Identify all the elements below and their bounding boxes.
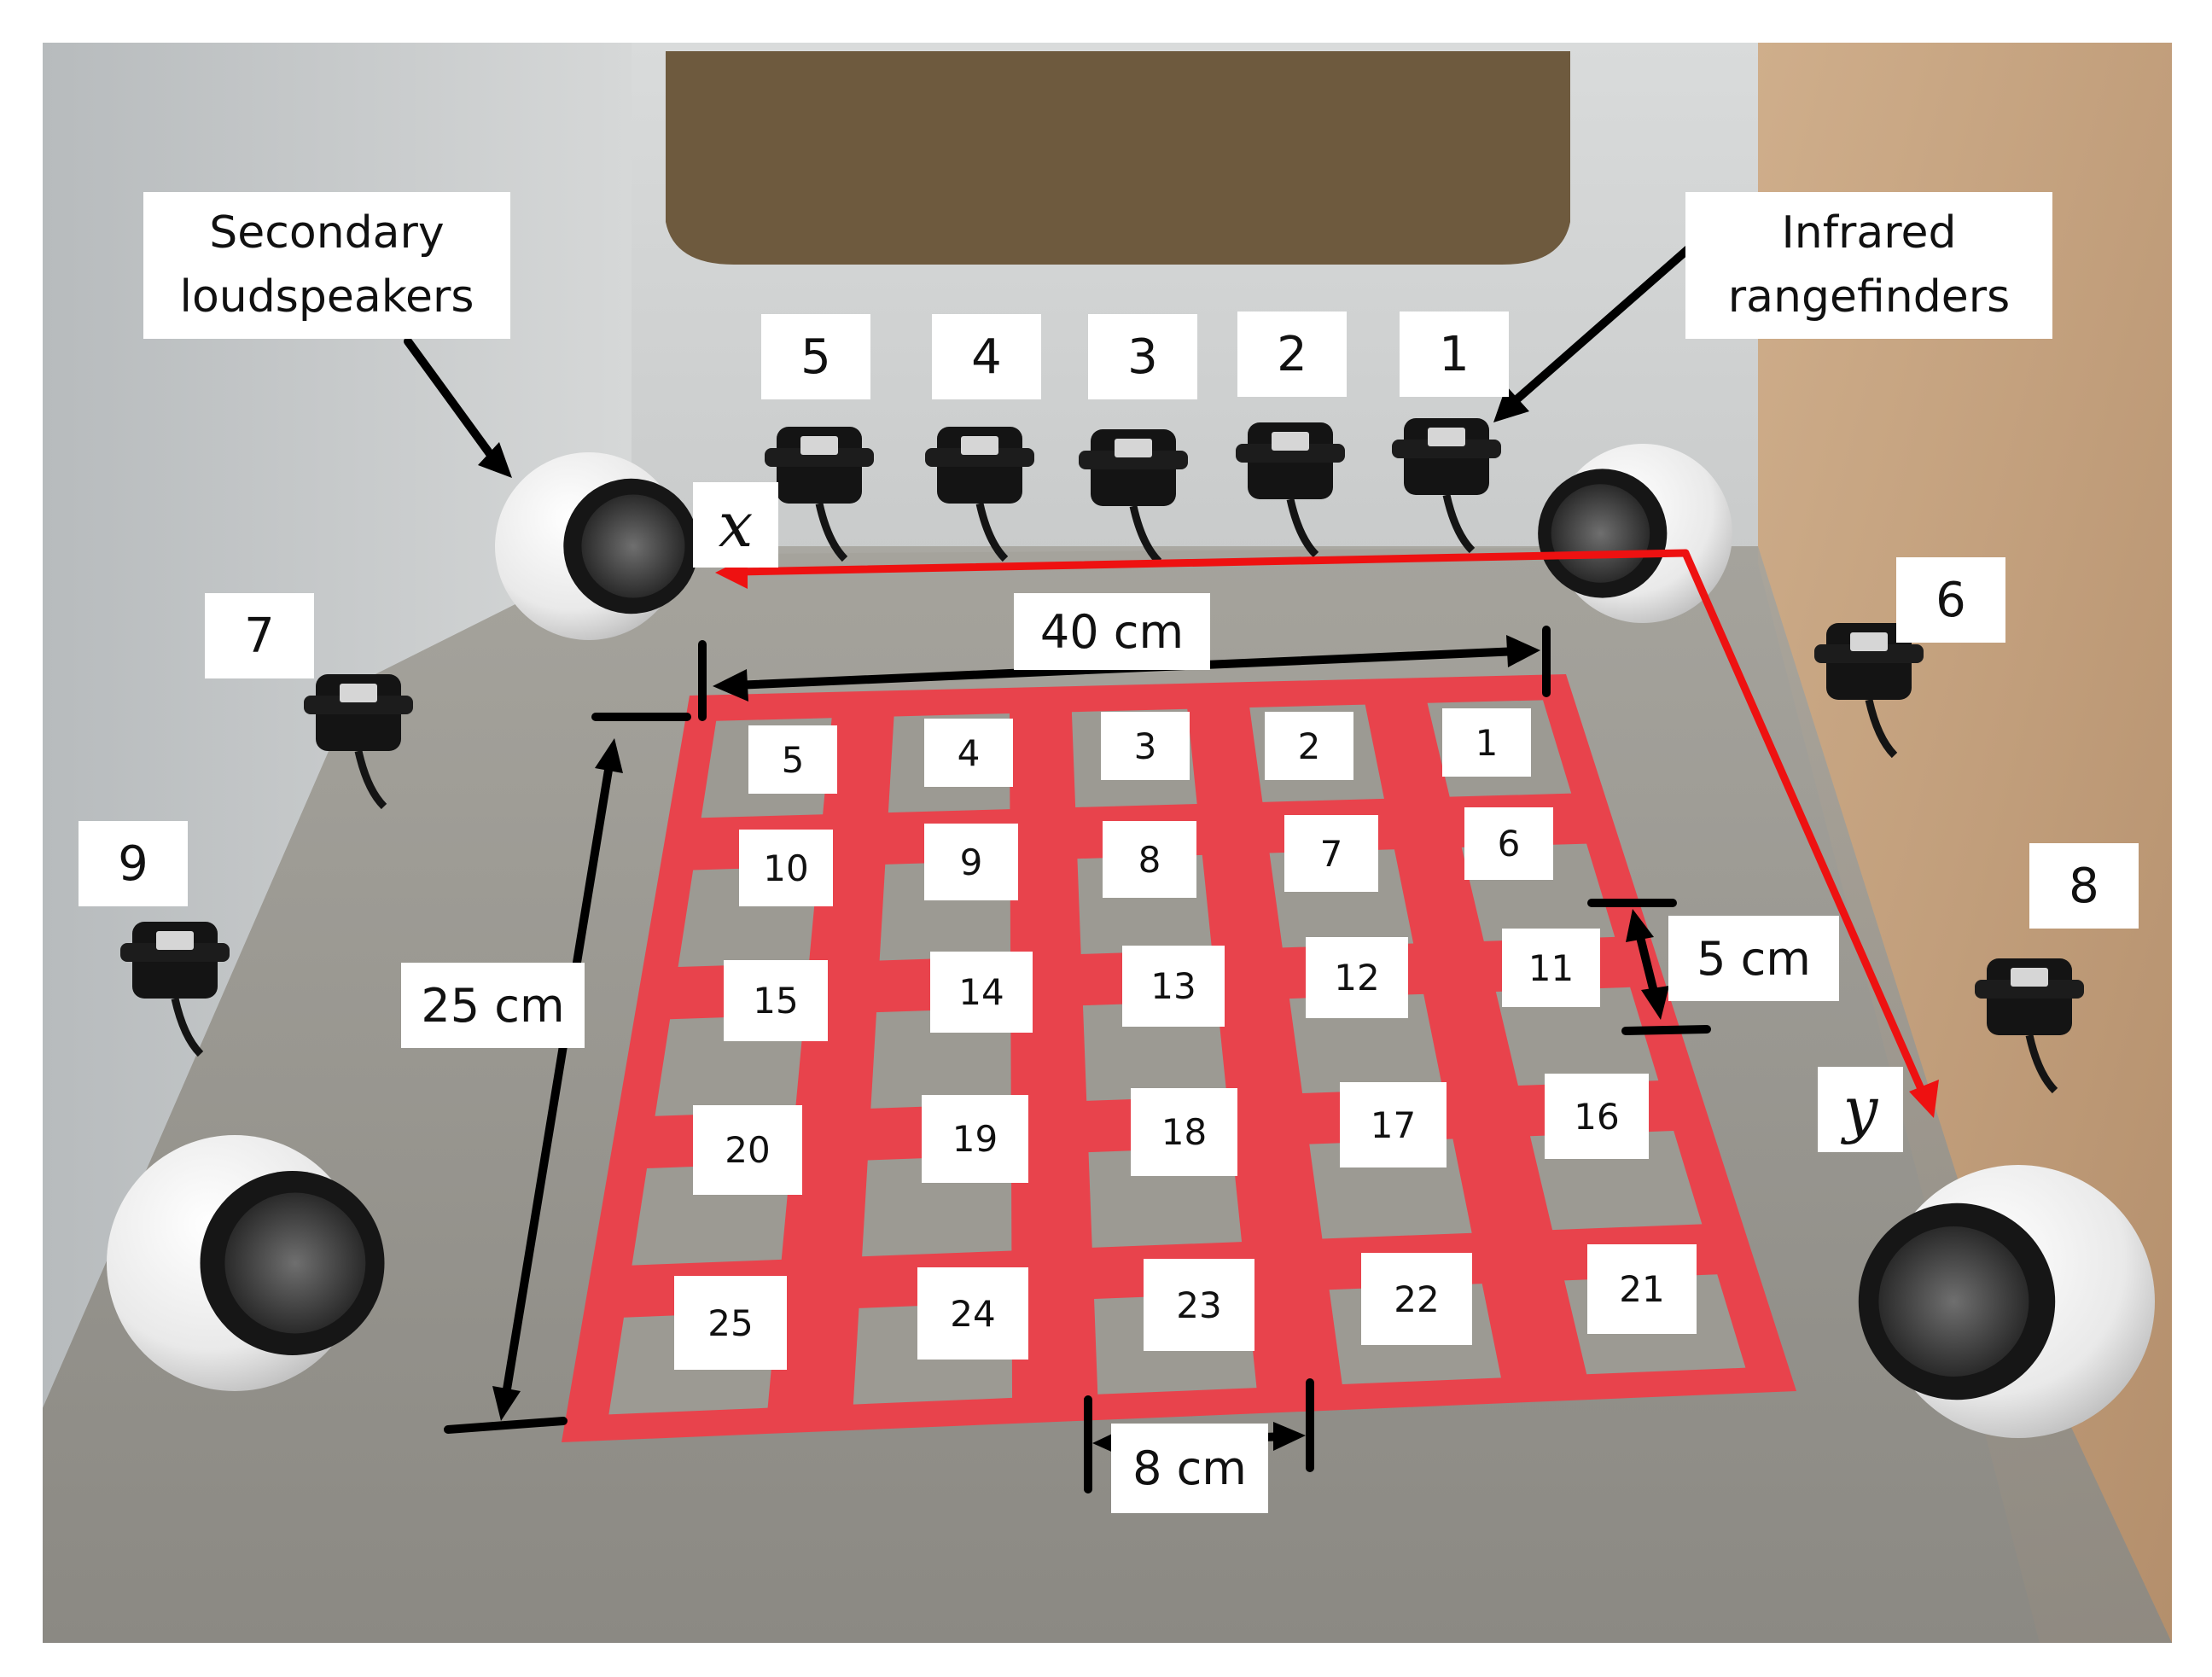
loudspeaker-icon <box>495 452 699 640</box>
dimension-tick <box>444 1417 568 1434</box>
rangefinder-label-5: 5 <box>761 314 870 399</box>
loudspeaker-icon <box>1858 1165 2155 1438</box>
axis-path <box>1681 549 1929 1101</box>
grid-cell-label-3: 3 <box>1101 712 1190 780</box>
tape-grid-cell <box>870 1007 1011 1109</box>
dimension-gap-line <box>1634 926 1660 1003</box>
grid-cell-label-7: 7 <box>1284 815 1378 892</box>
grid-cell-label-23: 23 <box>1144 1259 1254 1351</box>
arrowhead <box>595 738 623 773</box>
rangefinder-label-6: 6 <box>1896 557 2005 643</box>
grid-cell-label-22: 22 <box>1361 1253 1472 1345</box>
dimension-cell-gap-label: 5 cm <box>1668 916 1839 1001</box>
y-axis-label: y <box>1818 1067 1903 1152</box>
grid-cell-label-13: 13 <box>1122 946 1225 1027</box>
rangefinder-label-8: 8 <box>2029 843 2139 929</box>
grid-cell-label-20: 20 <box>693 1105 802 1195</box>
rangefinder-sensor-icon <box>304 674 413 810</box>
arrowhead <box>1641 986 1669 1020</box>
grid-cell-label-4: 4 <box>924 719 1013 787</box>
grid-cell-label-12: 12 <box>1306 937 1408 1018</box>
grid-cell-label-9: 9 <box>924 824 1018 900</box>
infrared-rangefinders <box>120 418 2084 1094</box>
grid-cell-label-17: 17 <box>1340 1082 1447 1167</box>
dimension-cell-width-label: 8 cm <box>1111 1424 1268 1513</box>
dimension-height-label: 25 cm <box>401 963 585 1048</box>
rangefinder-label-7: 7 <box>205 593 314 678</box>
x-axis-label: x <box>693 482 778 568</box>
rangefinder-label-1: 1 <box>1400 312 1509 397</box>
grid-cell-label-11: 11 <box>1502 929 1600 1007</box>
rangefinder-sensor-icon <box>1814 623 1924 759</box>
grid-cell-label-21: 21 <box>1587 1244 1697 1334</box>
caption-infrared-rangefinders: Infrared rangefinders <box>1685 192 2052 339</box>
y-axis-arrowhead <box>1909 1080 1939 1118</box>
grid-cell-label-8: 8 <box>1103 821 1196 898</box>
rangefinder-label-4: 4 <box>932 314 1041 399</box>
annotation-lines <box>404 245 1711 1494</box>
dimension-height-line <box>501 755 614 1404</box>
grid-cell-label-15: 15 <box>724 960 828 1041</box>
arrowhead <box>1626 909 1654 942</box>
grid-cell-label-24: 24 <box>917 1267 1028 1360</box>
rangefinder-sensor-icon <box>1236 422 1345 558</box>
rangefinder-sensor-icon <box>925 427 1034 562</box>
arrowhead <box>478 442 512 478</box>
arrowhead <box>1493 386 1529 422</box>
loudspeaker-icon <box>107 1135 385 1391</box>
rangefinder-label-9: 9 <box>79 821 188 906</box>
rangefinder-label-3: 3 <box>1088 314 1197 399</box>
grid-cell-label-6: 6 <box>1464 807 1553 880</box>
rangefinder-sensor-icon <box>765 427 874 562</box>
arrowhead <box>713 669 748 702</box>
rangefinder-sensor-icon <box>1975 958 2084 1094</box>
grid-cell-label-16: 16 <box>1545 1074 1649 1159</box>
rangefinder-sensor-icon <box>1392 418 1501 554</box>
grid-cell-label-5: 5 <box>748 725 837 794</box>
caption-secondary-loudspeakers: Secondary loudspeakers <box>143 192 510 339</box>
rangefinder-sensor-icon <box>120 922 230 1057</box>
grid-cell-label-18: 18 <box>1131 1088 1237 1176</box>
grid-cell-label-10: 10 <box>739 830 833 906</box>
arrowhead <box>1506 635 1540 667</box>
secondary-loudspeakers <box>107 444 2155 1438</box>
caption-pointer-rangefinders <box>1511 245 1692 405</box>
grid-cell-label-1: 1 <box>1442 708 1531 777</box>
tape-grid-cell <box>1289 993 1443 1093</box>
grid-cell-label-25: 25 <box>674 1276 787 1370</box>
grid-cell-label-19: 19 <box>922 1095 1028 1183</box>
arrowhead <box>492 1386 521 1421</box>
caption-pointer-speakers <box>404 337 499 465</box>
grid-cell-label-2: 2 <box>1265 712 1353 780</box>
arrowhead <box>1273 1422 1306 1451</box>
tape-grid-cell <box>1495 987 1659 1086</box>
dimension-tick <box>1621 1025 1711 1035</box>
rangefinder-label-2: 2 <box>1237 312 1347 397</box>
rangefinder-sensor-icon <box>1079 429 1188 565</box>
axis-path <box>734 549 1690 576</box>
grid-cell-label-14: 14 <box>930 952 1033 1033</box>
dimension-width-label: 40 cm <box>1014 593 1210 670</box>
